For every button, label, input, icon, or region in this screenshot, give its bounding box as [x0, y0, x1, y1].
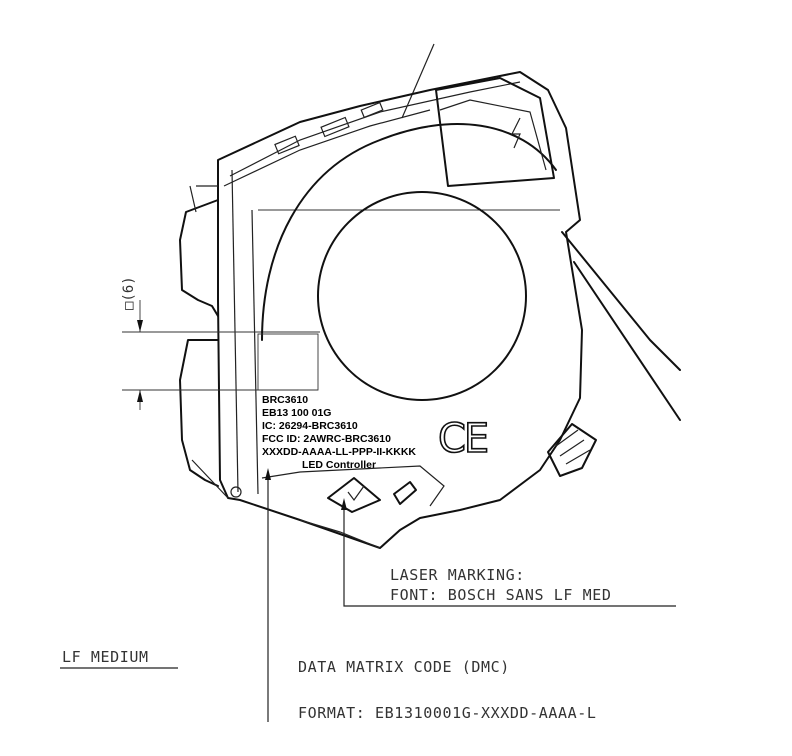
left-tab	[189, 185, 229, 499]
dmc-format-label: FORMAT: EB1310001G-XXXDD-AAAA-L	[298, 704, 597, 722]
marking-logo-inner	[347, 485, 365, 502]
top-button-1	[274, 135, 300, 155]
dimension-arrow-top	[137, 320, 143, 332]
top-leader-line	[401, 43, 435, 119]
bottom-edge-2	[299, 519, 381, 549]
top-button-2	[320, 116, 350, 138]
dimension-arrow-bottom	[137, 390, 143, 402]
label-line-serial: XXXDD-AAAA-LL-PPP-II-KKKK	[262, 446, 416, 458]
product-label-block: BRC3610 EB13 100 01G IC: 26294-BRC3610 F…	[262, 394, 416, 471]
label-line-part-number: EB13 100 01G	[262, 407, 331, 419]
bottom-edge	[261, 465, 445, 507]
upper-edge	[229, 81, 521, 177]
lightning-icon	[511, 117, 521, 149]
laser-font-label: FONT: BOSCH SANS LF MED	[390, 586, 612, 604]
dmc-leader-arrow	[265, 468, 271, 480]
inner-edge-left	[231, 169, 239, 493]
top-button-3	[360, 101, 384, 119]
laser-leader-arrow	[341, 498, 347, 510]
laser-leader-line	[343, 506, 676, 607]
label-line-fcc: FCC ID: 2AWRC-BRC3610	[262, 433, 391, 445]
left-side-rib	[179, 199, 219, 317]
cable	[561, 231, 681, 421]
connector-icon	[393, 481, 417, 505]
label-line-model: BRC3610	[262, 394, 308, 406]
dmc-title-label: DATA MATRIX CODE (DMC)	[298, 658, 510, 676]
left-side-rib-lower	[179, 339, 219, 487]
mount-opening	[317, 191, 527, 401]
dimension-label: □(6)	[121, 276, 137, 310]
laser-marking-label: LASER MARKING:	[390, 566, 525, 584]
label-line-product-name: LED Controller	[302, 459, 376, 471]
side-knob	[547, 423, 597, 477]
ce-mark: CE	[438, 416, 487, 462]
screw-hole	[230, 486, 242, 498]
marking-area	[257, 333, 319, 391]
inner-edge-left-2	[251, 209, 259, 495]
front-face-arc	[261, 123, 557, 341]
label-line-ic: IC: 26294-BRC3610	[262, 420, 358, 432]
lf-medium-label: LF MEDIUM	[62, 648, 149, 666]
charging-flap-inner	[439, 99, 547, 171]
side-knob-ridges	[555, 429, 591, 465]
charging-flap	[435, 77, 555, 187]
marking-logo-icon	[327, 477, 381, 513]
upper-edge-2	[223, 109, 431, 187]
